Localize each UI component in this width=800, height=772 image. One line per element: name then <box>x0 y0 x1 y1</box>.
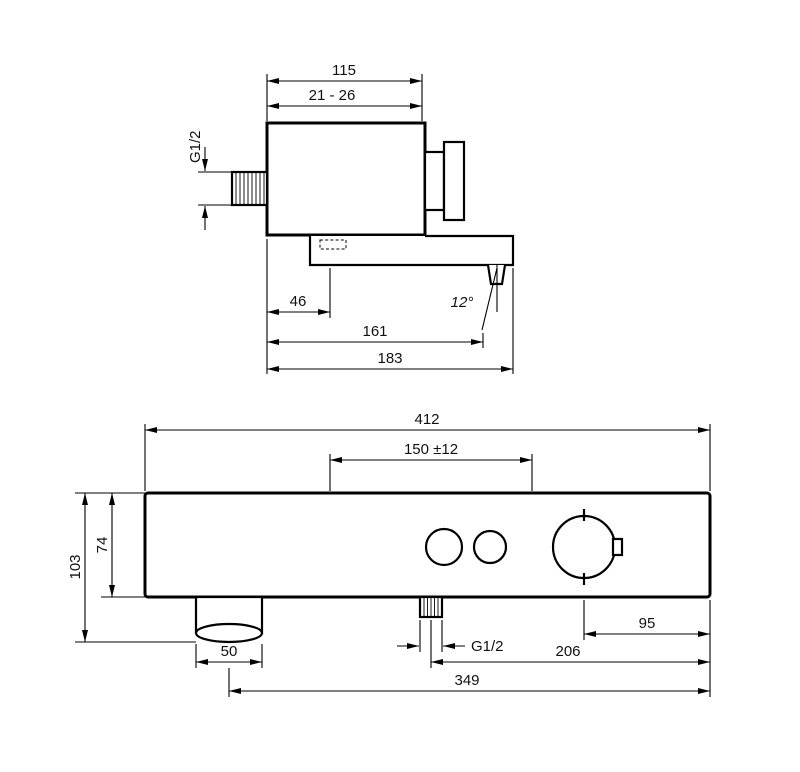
dim-outlet-to-edge: 206 <box>431 643 710 665</box>
outlet-thread-hatching <box>423 598 439 616</box>
dim-foot-to-edge: 349 <box>229 672 710 694</box>
dim-foot-to-edge-label: 349 <box>454 672 479 689</box>
dial-safety-button <box>611 537 624 557</box>
dim-connection-distance: 150 ±12 <box>330 441 532 463</box>
select-button-left <box>424 527 464 567</box>
front-extension-lines-bottom <box>195 600 711 697</box>
dim-dial-to-edge-label: 95 <box>639 615 656 632</box>
dim-foot-width: 50 <box>196 643 262 665</box>
dim-width-115: 115 <box>267 62 422 84</box>
dim-body-height-label: 74 <box>94 537 111 554</box>
handle-side <box>423 140 466 222</box>
select-buttons <box>424 527 508 567</box>
front-view: 412 150 ±12 <box>67 411 712 697</box>
outlet-thread-connector <box>418 595 444 619</box>
dim-spout-total-label: 183 <box>377 350 402 367</box>
dim-connection-distance-label: 150 ±12 <box>404 441 458 458</box>
spout-side <box>308 234 515 286</box>
dim-total-width: 412 <box>145 411 710 433</box>
dim-outlet-to-edge-label: 206 <box>555 643 580 660</box>
dim-wall-range-label: 21 - 26 <box>309 87 356 104</box>
side-extension-lines-bottom <box>266 239 514 374</box>
dim-foot-width-label: 50 <box>221 643 238 660</box>
dim-outlet-thread: G1/2 <box>397 638 504 655</box>
dim-spout-front: 46 <box>267 293 330 315</box>
dim-spout-outlet: 161 <box>267 323 483 345</box>
side-view: 115 21 - 26 <box>187 62 515 374</box>
dim-body-height: 74 <box>94 493 115 597</box>
temperature-dial <box>551 509 624 585</box>
spout-detail-dashed <box>319 239 347 250</box>
dim-inlet-thread: G1/2 <box>187 130 231 230</box>
dim-total-width-label: 412 <box>414 411 439 428</box>
dim-dial-to-edge: 95 <box>584 615 710 637</box>
select-button-right <box>472 529 508 565</box>
dim-spout-front-label: 46 <box>290 293 307 310</box>
dim-spout-total: 183 <box>267 350 513 372</box>
outlet-angle-label: 12° <box>451 294 474 311</box>
outlet-angle: 12° <box>451 265 498 331</box>
mounting-foot <box>194 595 264 644</box>
outlet-thread-label: G1/2 <box>471 638 504 655</box>
inlet-thread-hatching <box>235 173 265 204</box>
inlet-thread-connector <box>230 170 269 207</box>
dim-spout-outlet-label: 161 <box>362 323 387 340</box>
dim-total-height-label: 103 <box>67 554 84 579</box>
mixer-body-front <box>143 491 712 599</box>
dim-width-115-label: 115 <box>332 62 356 79</box>
mixer-body-side <box>265 121 427 237</box>
inlet-thread-label: G1/2 <box>187 130 204 163</box>
dim-wall-range: 21 - 26 <box>267 87 422 109</box>
dim-total-height: 103 <box>67 493 88 642</box>
